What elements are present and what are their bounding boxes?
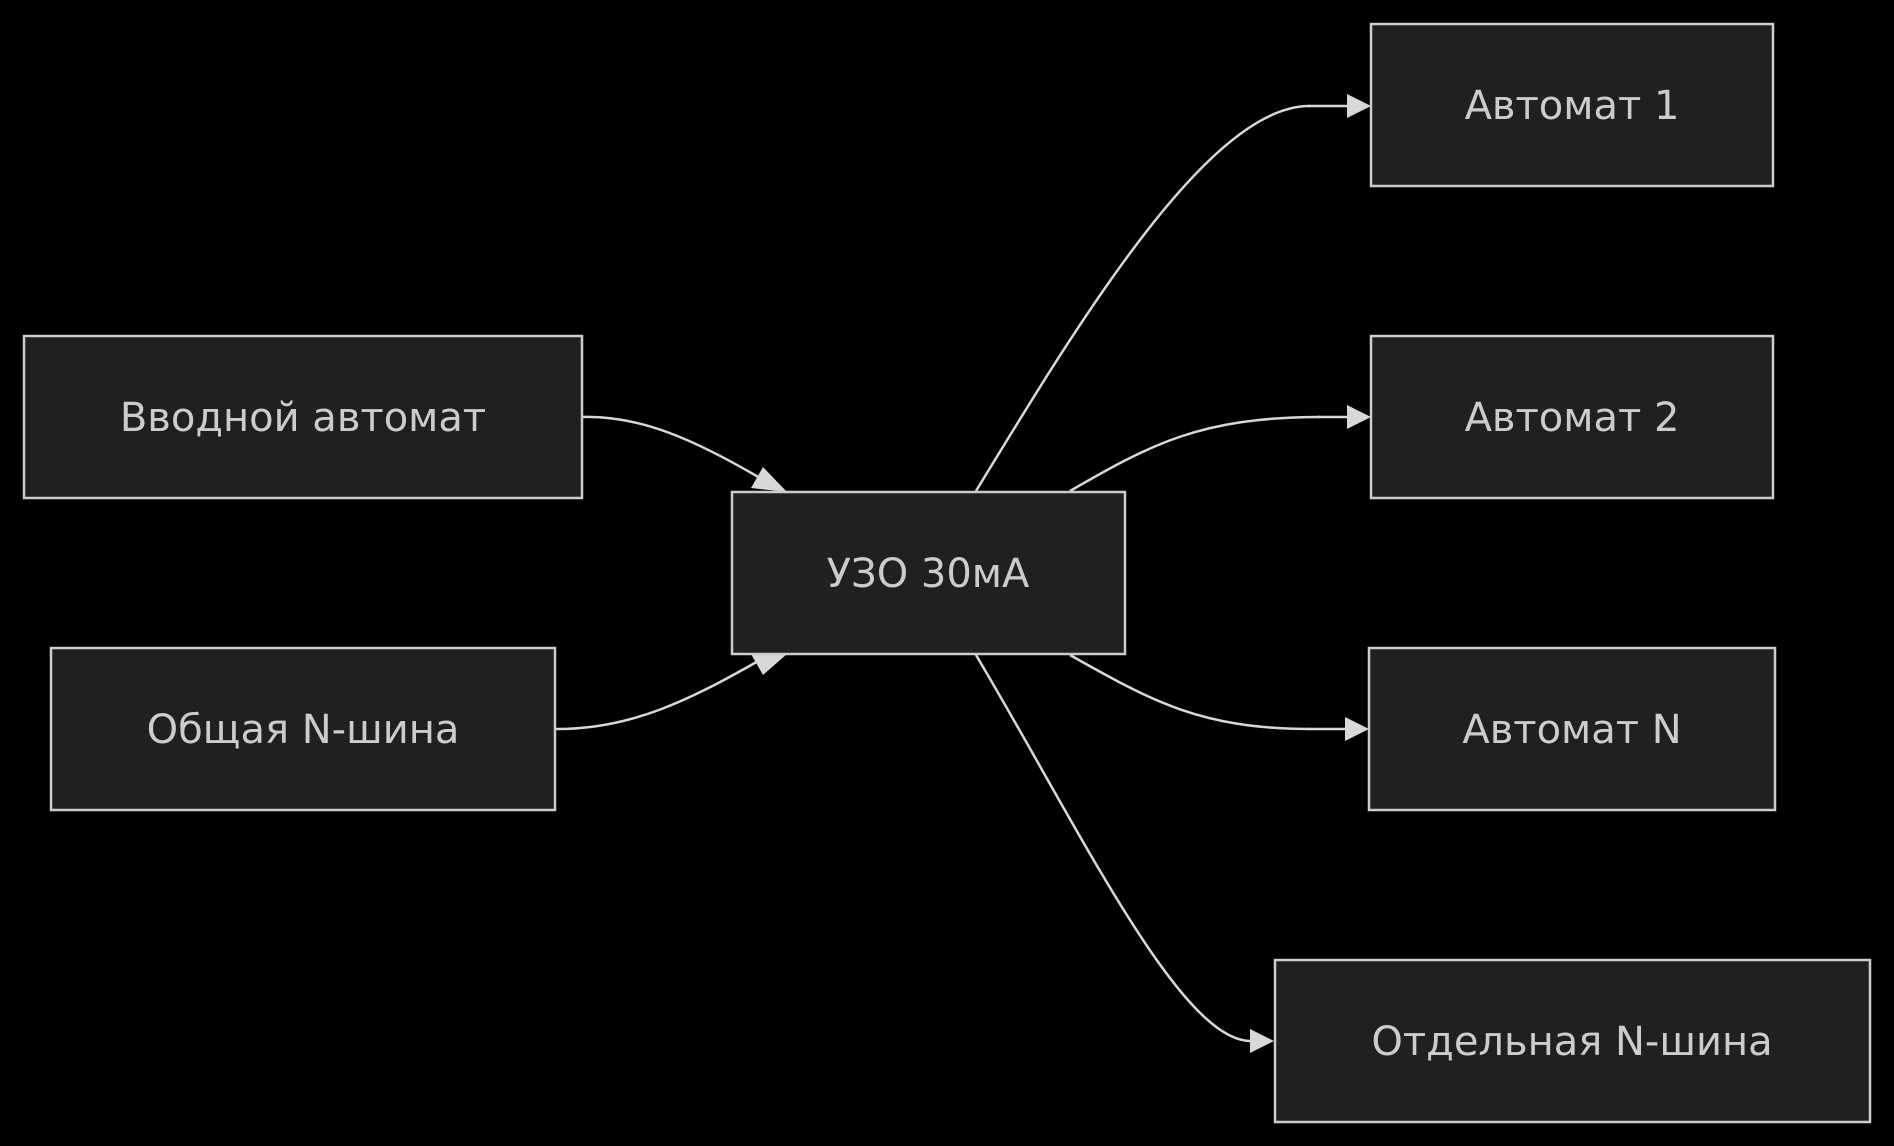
node-breaker-2: Автомат 2: [1369, 334, 1775, 500]
node-breaker-n-box: [1367, 646, 1777, 812]
node-breaker-n-label: Автомат N: [1462, 707, 1681, 753]
node-common-n-bus: Общая N-шина: [49, 646, 557, 812]
node-separate-n-bus-box: [1273, 958, 1872, 1124]
edge-rcd-to-separate-n-bus: [974, 654, 1251, 1043]
arrow-head-breaker-n: [1345, 717, 1369, 741]
node-rcd: УЗО 30мА: [730, 490, 1127, 656]
node-input-breaker-label: Вводной автомат: [120, 395, 486, 441]
node-breaker-n: Автомат N: [1367, 646, 1777, 812]
node-common-n-bus-label: Общая N-шина: [147, 707, 460, 753]
edge-rcd-to-breaker-2: [1069, 415, 1321, 493]
node-rcd-box: [730, 490, 1127, 656]
node-input-breaker: Вводной автомат: [22, 334, 584, 500]
arrow-head-rcd-bottom: [751, 654, 787, 675]
arrow-head-separate-n-bus: [1250, 1029, 1274, 1053]
node-input-breaker-box: [22, 334, 584, 500]
edge-rcd-to-breaker-n: [1069, 653, 1311, 731]
node-rcd-label: УЗО 30мА: [827, 551, 1030, 597]
node-breaker-1-box: [1369, 22, 1775, 188]
edge-common-n-bus-to-rcd: [553, 658, 761, 731]
edge-rcd-to-breaker-1: [974, 104, 1311, 492]
node-common-n-bus-box: [49, 646, 557, 812]
node-separate-n-bus: Отдельная N-шина: [1273, 958, 1872, 1124]
node-breaker-1: Автомат 1: [1369, 22, 1775, 188]
node-breaker-2-label: Автомат 2: [1465, 395, 1680, 441]
edges: [553, 94, 1371, 1053]
arrow-head-breaker-2: [1347, 405, 1371, 429]
node-breaker-1-label: Автомат 1: [1465, 83, 1680, 129]
arrow-head-rcd-top: [751, 467, 787, 492]
edge-input-breaker-to-rcd: [580, 415, 761, 480]
node-breaker-2-box: [1369, 334, 1775, 500]
node-separate-n-bus-label: Отдельная N-шина: [1371, 1019, 1772, 1065]
arrow-head-breaker-1: [1347, 94, 1371, 118]
